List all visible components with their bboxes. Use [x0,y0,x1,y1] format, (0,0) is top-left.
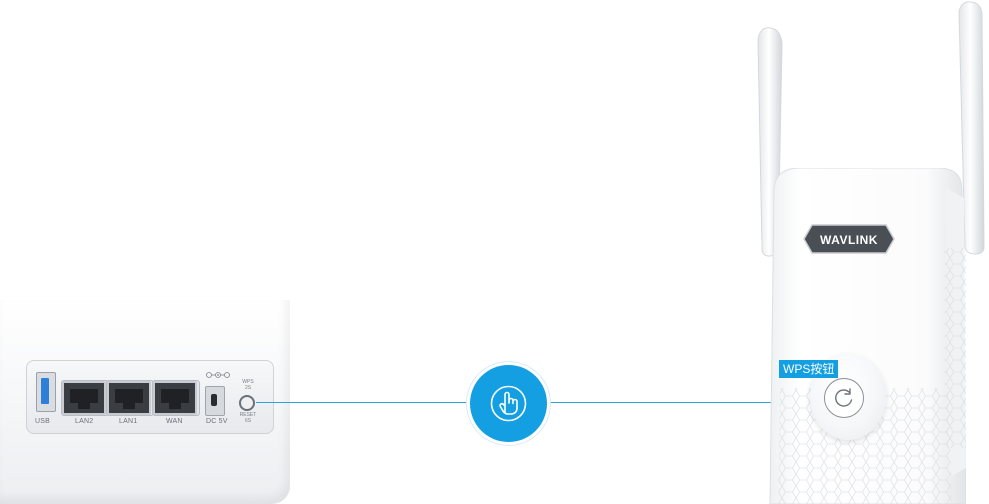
extender-wps-button[interactable] [824,378,864,418]
usb-port-slot [41,378,49,404]
reset-tiny-time: 6S [244,418,252,424]
wps-refresh-icon [835,388,853,407]
lan1-port [107,381,151,415]
connector-line-left [256,402,472,403]
dc-label: DC 5V [206,418,228,425]
usb-label: USB [35,418,50,425]
dc-power-hole [211,394,217,406]
wps-tiny-label: WPS 2S [238,379,258,391]
extender-body [769,168,966,504]
reset-tiny-text: RESET [239,412,257,418]
dc-polarity-icon [206,372,230,378]
svg-text:WAVLINK: WAVLINK [820,233,878,247]
wavlink-logo: WAVLINK [803,224,895,254]
wps-tiny-time: 2S [244,385,252,391]
hand-press-icon [490,385,527,422]
wan-label: WAN [166,418,183,425]
lan2-port [62,381,106,415]
wan-port [153,381,197,415]
reset-tiny-label: RESET 6S [234,412,262,424]
wps-tiny-text: WPS [242,379,254,385]
lan2-label: LAN2 [75,418,94,425]
connector-line-right [546,402,782,403]
wps-button-callout: WPS按钮 [779,360,839,378]
right-antenna [958,1,985,255]
router-wps-reset-button[interactable] [239,395,255,411]
lan1-label: LAN1 [119,418,138,425]
